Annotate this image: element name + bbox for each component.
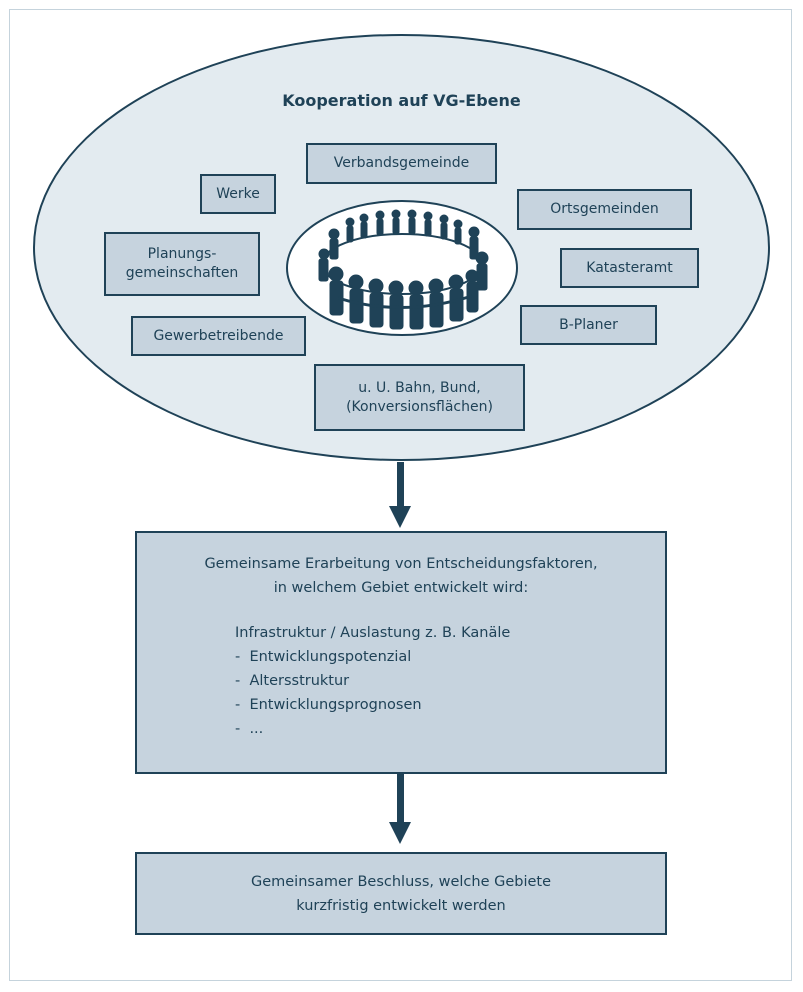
planungs-label-line2: gemeinschaften [125,265,239,281]
bahn-label-line1: u. U. Bahn, Bund, [358,379,481,396]
decision-factors-box: Gemeinsame Erarbeitung von Entscheidungs… [135,531,667,774]
werke-label: Werke [216,185,260,202]
ortsgemeinden-box: Ortsgemeinden [517,189,692,230]
people-circle-image [286,200,518,336]
diagram-title: Kooperation auf VG-Ebene [282,91,521,110]
arrow-2-head [389,822,411,844]
bahn-bund-box: u. U. Bahn, Bund, (Konversionsflächen) [314,364,525,431]
step2-line1: Gemeinsamer Beschluss, welche Gebiete [250,873,552,890]
gewerbetreibende-label: Gewerbetreibende [153,327,284,344]
people-circle-icon [318,209,489,330]
step1-line2: in welchem Gebiet entwickelt wird: [273,580,529,596]
factor-item: - Entwicklungsprognosen [235,697,422,713]
bplaner-label: B-Planer [559,316,618,333]
outer-frame [9,9,792,981]
arrow-1-head [389,506,411,528]
arrow-2-shaft [397,774,404,825]
bahn-label-line2: (Konversionsflächen) [346,398,493,415]
factor-item: - Altersstruktur [235,673,350,689]
katasteramt-label: Katasteramt [586,259,673,276]
step1-line1: Gemeinsame Erarbeitung von Entscheidungs… [204,556,598,572]
arrow-1-shaft [397,462,404,510]
step2-line2: kurzfristig entwickelt werden [296,897,506,914]
ortsgemeinden-label: Ortsgemeinden [550,201,659,218]
planungs-label-line1: Planungs- [147,246,217,263]
factor-item: - ... [235,721,264,737]
verbandsgemeinde-box: Verbandsgemeinde [306,143,497,184]
verbandsgemeinde-label: Verbandsgemeinde [333,155,470,172]
planungsgemeinschaften-box: Planungs- gemeinschaften [104,232,260,296]
bplaner-box: B-Planer [520,305,657,345]
factor-item: - Entwicklungspotenzial [235,649,412,665]
gewerbetreibende-box: Gewerbetreibende [131,316,306,356]
werke-box: Werke [200,174,276,214]
resolution-box: Gemeinsamer Beschluss, welche Gebiete ku… [135,852,667,935]
factor-heading: Infrastruktur / Auslastung z. B. Kanäle [235,625,511,641]
katasteramt-box: Katasteramt [560,248,699,288]
